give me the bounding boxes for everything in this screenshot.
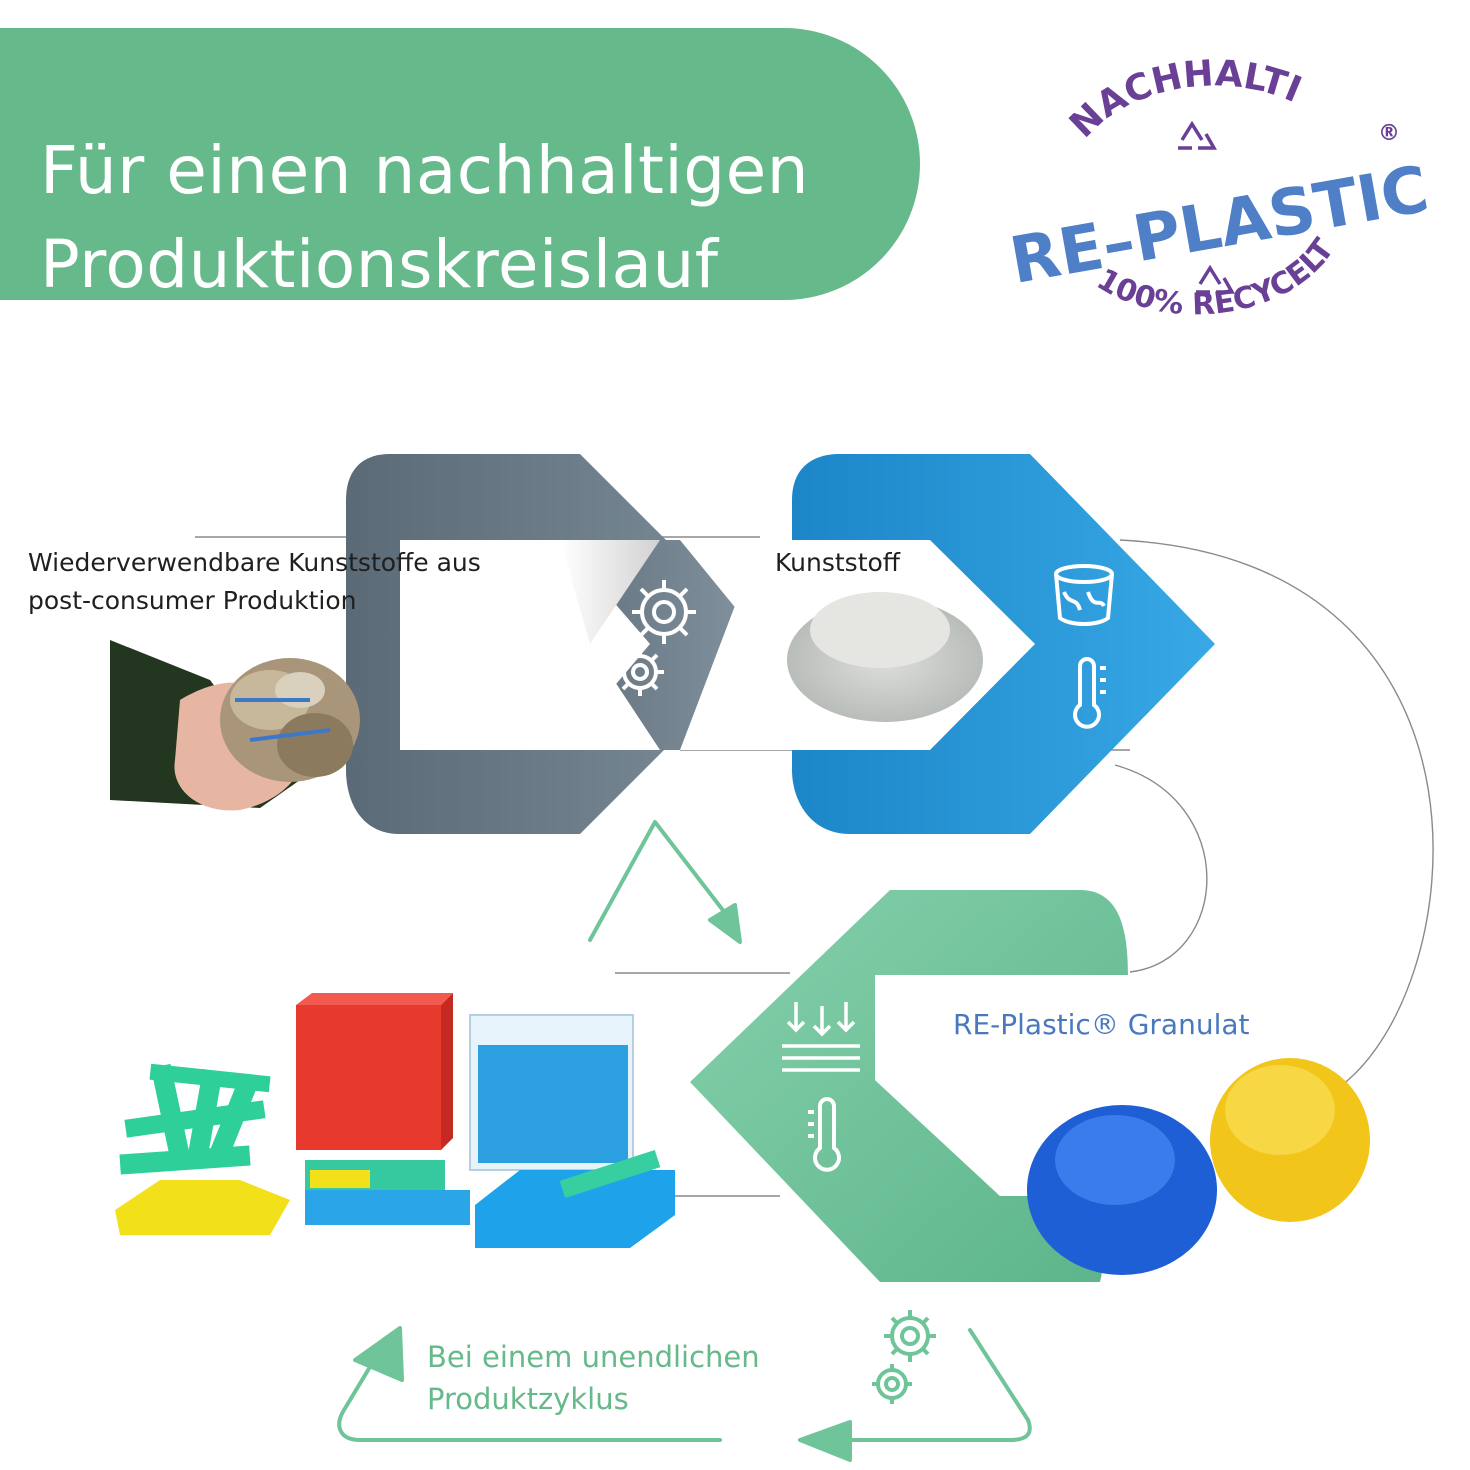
badge-top-arc: NACHHALTIG [0,0,1307,146]
gear-icon [616,648,664,696]
header-banner [0,28,920,300]
thermometer-icon [808,1097,841,1172]
step-2-line-1: Kunststoff [775,548,901,577]
cycle-line-1: Bei einem unendlichen [427,1340,760,1374]
gear-icon [884,1310,936,1362]
waste-hands-photo [110,640,360,811]
paint-bucket-icon [1054,564,1114,626]
gear-icon [872,1364,912,1404]
title-line-2: Produktionskreislauf [40,226,719,304]
pressure-icon [782,1002,860,1072]
step-1-line-2: post-consumer Produktion [28,586,357,615]
title-line-1: Für einen nachhaltigen [40,132,810,210]
gear-icon [632,580,696,644]
recycle-icon [1178,120,1236,294]
badge-registered: ® [1378,121,1400,146]
step-1-band [346,454,770,834]
page-title: Für einen nachhaltigen Produktionskreisl… [40,124,809,312]
re-plastic-badge: NACHHALTIG 100% RECYCELT RE–PLASTIC ® [0,0,1434,323]
cycle-line-2: Produktzyklus [427,1382,629,1416]
gray-granulate-photo [787,592,983,722]
step-2-label: Kunststoff [775,544,900,582]
step-3-label: RE-Plastic® Granulat [953,1008,1250,1041]
cycle-label: Bei einem unendlichen Produktzyklus [427,1336,760,1420]
badge-brand: RE–PLASTIC [1005,153,1434,299]
step-1-line-1: Wiederverwendbare Kunststoffe aus [28,548,481,577]
step-1-label: Wiederverwendbare Kunststoffe aus post-c… [28,544,481,620]
products-photo [115,993,675,1248]
thermometer-icon [1073,657,1106,729]
cycle-arrows [337,820,1032,1462]
blue-yellow-granulate-photo [1027,1058,1370,1275]
